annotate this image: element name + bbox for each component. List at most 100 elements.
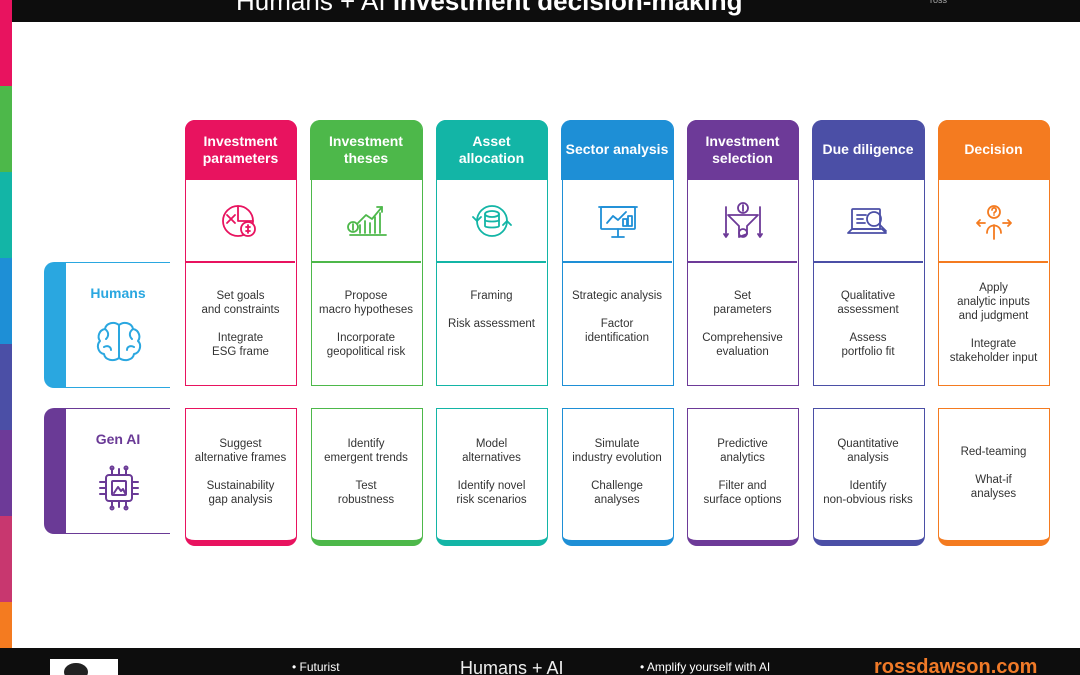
header-title: Humans + AI investment decision-making: [236, 0, 743, 16]
strip-segment: [0, 344, 12, 430]
row-label-humans: Humans: [44, 262, 170, 388]
stage-header: Sector analysis: [561, 119, 673, 180]
row-label-gen-ai: Gen AI: [44, 408, 170, 534]
stage-divider: [813, 261, 923, 263]
header-bar: Humans + AI investment decision-making r…: [0, 0, 1080, 22]
person-decision-icon: [971, 201, 1017, 241]
footer-bar: • Futurist Humans + AI • Amplify yoursel…: [0, 648, 1080, 675]
stage-divider: [311, 261, 421, 263]
stage-divider: [688, 261, 797, 263]
stage-header: Investment parameters: [184, 119, 297, 180]
strip-segment: [0, 516, 12, 602]
coins-cycle-icon: [469, 201, 515, 241]
footer-item-futurist: • Futurist: [292, 660, 340, 674]
stage-header: Decision: [937, 119, 1050, 180]
presentation-board-icon: [595, 201, 641, 241]
growth-chart-icon: [344, 201, 390, 241]
ai-chip-icon: [99, 465, 139, 511]
humans-activity: Risk assessment: [448, 318, 535, 330]
footer-logo: [50, 659, 118, 675]
laptop-search-icon: [846, 201, 892, 241]
stage-divider: [939, 261, 1048, 263]
footer-url-link[interactable]: rossdawson.com: [874, 656, 1038, 675]
stage-header: Asset allocation: [435, 119, 548, 180]
row-label-humans-text: Humans: [90, 285, 146, 301]
brain-icon: [96, 321, 142, 362]
humans-activity: Framing: [470, 290, 513, 302]
stage-divider: [437, 261, 546, 263]
money-funnel-icon: [720, 201, 766, 241]
ai-activity: Red-teaming: [960, 446, 1027, 458]
strip-segment: [0, 430, 12, 516]
stage-header: Investment selection: [686, 119, 799, 180]
pie-chart-money-icon: [218, 201, 264, 241]
header-side-text: ross: [930, 0, 948, 5]
stage-header: Investment theses: [310, 119, 422, 180]
footer-item-amplify: • Amplify yourself with AI: [640, 660, 771, 674]
stage-divider: [562, 261, 672, 263]
humans-activity: Strategic analysis: [571, 290, 663, 302]
strip-segment: [0, 258, 12, 344]
stage-divider: [186, 261, 295, 263]
strip-segment: [0, 86, 12, 172]
footer-middle-text: Humans + AI: [460, 658, 564, 675]
strip-segment: [0, 0, 12, 86]
row-label-gen-ai-text: Gen AI: [95, 431, 141, 447]
strip-segment: [0, 172, 12, 258]
stage-header: Due diligence: [812, 119, 924, 180]
left-color-strip: [0, 0, 12, 675]
